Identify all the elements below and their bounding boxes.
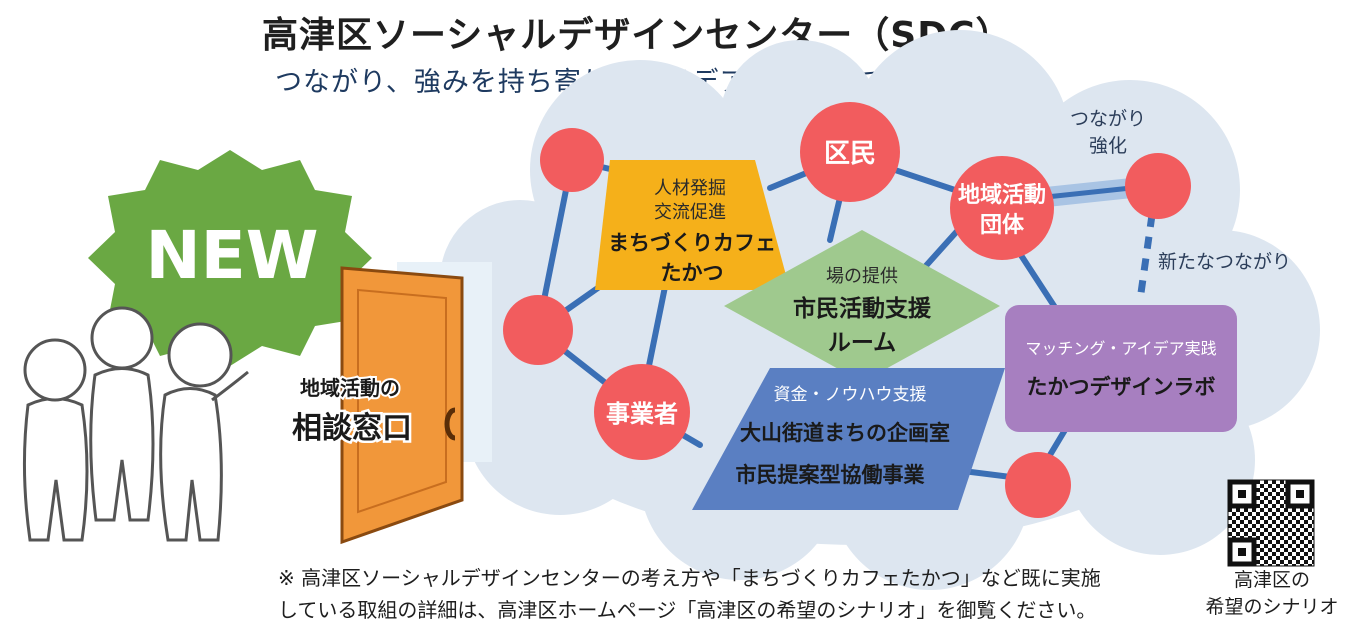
room-diamond: [724, 230, 1000, 382]
new-badge-text: NEW: [145, 217, 318, 294]
footnote: ※ 高津区ソーシャルデザインセンターの考え方や「まちづくりカフェたかつ」など既に…: [278, 562, 1101, 626]
footnote-line-1: ※ 高津区ソーシャルデザインセンターの考え方や「まちづくりカフェたかつ」など既に…: [278, 566, 1101, 590]
page-title: 高津区ソーシャルデザインセンター（SDC）: [262, 15, 1013, 56]
people-walking-icon: [22, 306, 249, 542]
door-handle-icon: [444, 407, 456, 441]
designlab-box: [1005, 305, 1237, 432]
node-jigyosha: [594, 364, 690, 460]
designlab-name: たかつデザインラボ: [1027, 375, 1216, 399]
node-jigyosha-label: 事業者: [606, 400, 678, 428]
new-link-label: 新たなつながり: [1158, 251, 1291, 273]
node-chiiki-dantai-label-1: 地域活動: [958, 182, 1046, 208]
kikakushitsu-box: [692, 368, 1005, 510]
cafe-box: [595, 160, 790, 290]
consultation-door: [340, 262, 492, 545]
qr-caption-line-2: 希望のシナリオ: [1205, 596, 1339, 618]
strong-link-label-1: つながり: [1070, 108, 1146, 130]
node-small-left: [503, 295, 573, 365]
kikakushitsu-caption: 資金・ノウハウ支援: [774, 385, 927, 405]
node-small-right: [1125, 153, 1191, 219]
node-kumin: [800, 102, 900, 202]
qr-code-icon: [1227, 479, 1315, 567]
door-label-line2: 相談窓口: [292, 411, 412, 446]
node-chiiki-dantai: [950, 156, 1054, 260]
cafe-caption-1: 人材発掘: [654, 178, 726, 199]
room-name-2: ルーム: [828, 330, 896, 356]
room-name-1: 市民活動支援: [793, 295, 932, 322]
designlab-caption: マッチング・アイデア実践: [1025, 339, 1216, 358]
node-chiiki-dantai-label-2: 団体: [980, 213, 1025, 238]
footnote-line-2: している取組の詳細は、高津区ホームページ「高津区の希望のシナリオ」を御覧ください…: [278, 598, 1097, 622]
cafe-caption-2: 交流促進: [654, 202, 726, 223]
kikakushitsu-name-2: 市民提案型協働事業: [736, 463, 926, 487]
cafe-name-1: まちづくりカフェ: [608, 231, 776, 255]
node-small-topleft: [540, 128, 604, 192]
strong-link-label-2: 強化: [1089, 135, 1127, 157]
qr-caption: 高津区の 希望のシナリオ: [1192, 567, 1352, 621]
new-badge: NEW: [88, 150, 372, 366]
node-kumin-label: 区民: [824, 139, 876, 169]
qr-caption-line-1: 高津区の: [1233, 569, 1310, 591]
room-caption: 場の提供: [826, 266, 898, 287]
kikakushitsu-name-1: 大山街道まちの企画室: [740, 421, 950, 445]
door-label-line1: 地域活動の: [300, 376, 400, 400]
node-small-bottom: [1005, 452, 1071, 518]
cafe-name-2: たかつ: [661, 261, 724, 285]
new-link-dashed: [1136, 214, 1156, 301]
